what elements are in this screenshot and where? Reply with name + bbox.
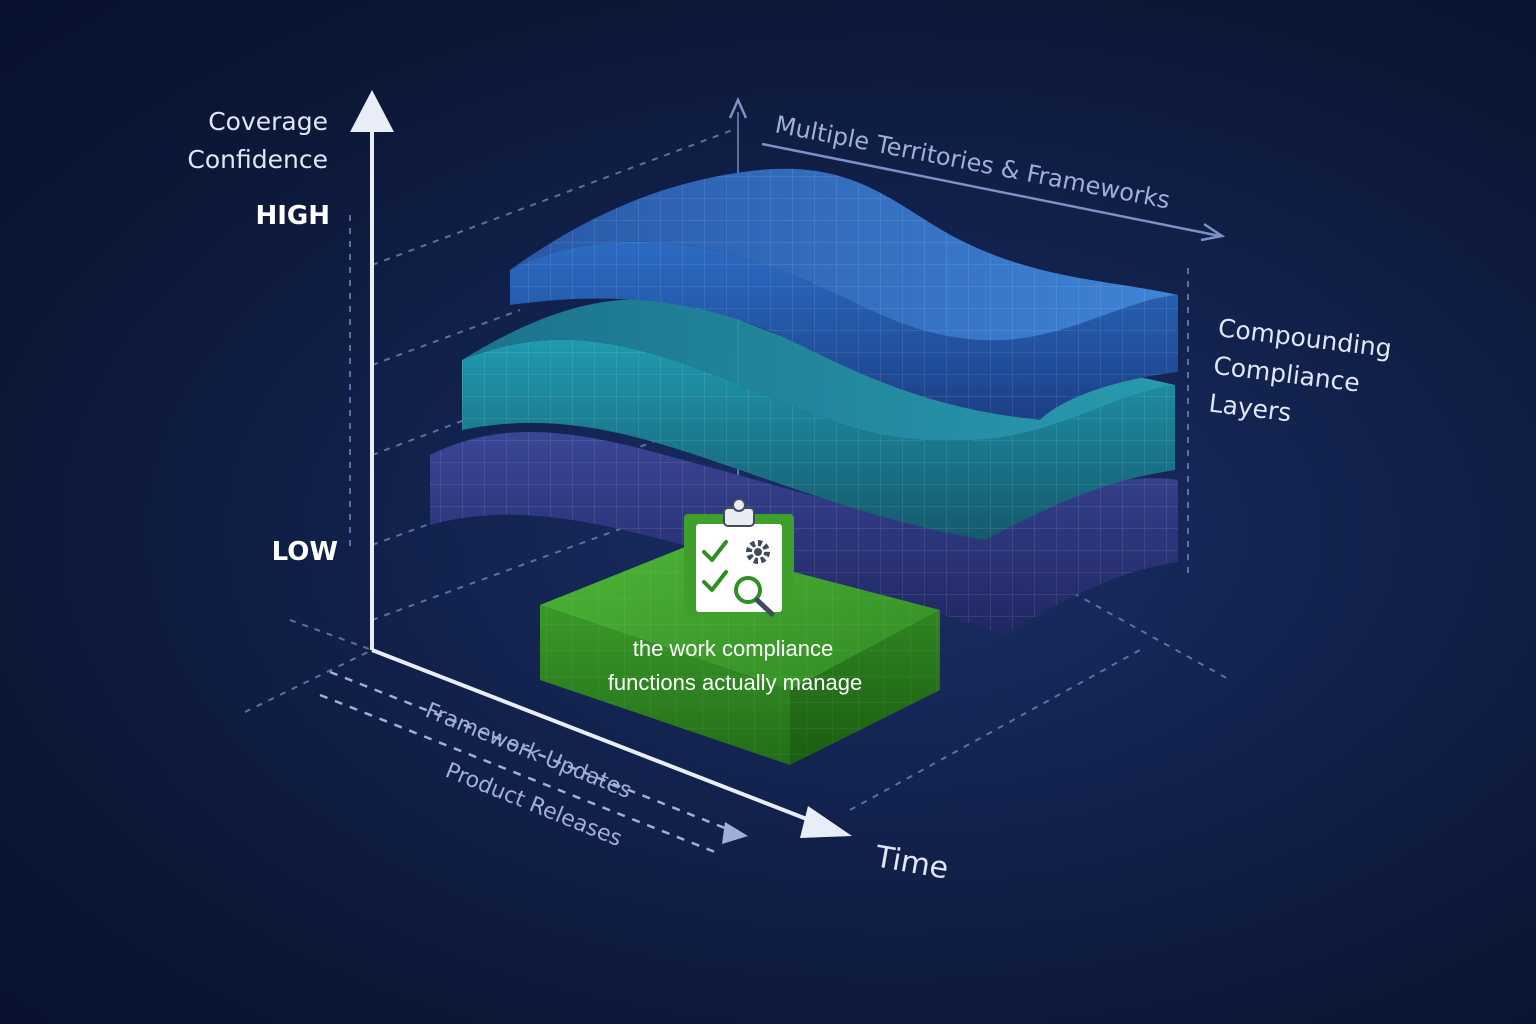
y-axis-title-line1: Coverage — [208, 107, 328, 136]
base-block-line2: functions actually manage — [608, 670, 862, 695]
base-block-line1: the work compliance — [633, 636, 834, 661]
side-label: Compounding Compliance Layers — [1207, 313, 1393, 428]
clipboard-checklist-icon — [684, 498, 794, 617]
y-axis — [350, 90, 394, 650]
base-block: the work compliance functions actually m… — [540, 545, 940, 765]
top-layer — [510, 168, 1178, 420]
y-axis-high-label: HIGH — [255, 201, 330, 231]
y-axis-title-line2: Confidence — [187, 145, 328, 174]
y-axis-low-label: LOW — [272, 537, 338, 567]
side-label-line3: Layers — [1207, 389, 1293, 428]
time-axis — [319, 648, 852, 854]
bottom-layer — [430, 432, 1178, 635]
time-track-framework-updates: Framework Updates — [422, 698, 635, 804]
time-axis-label: Time — [872, 839, 951, 886]
